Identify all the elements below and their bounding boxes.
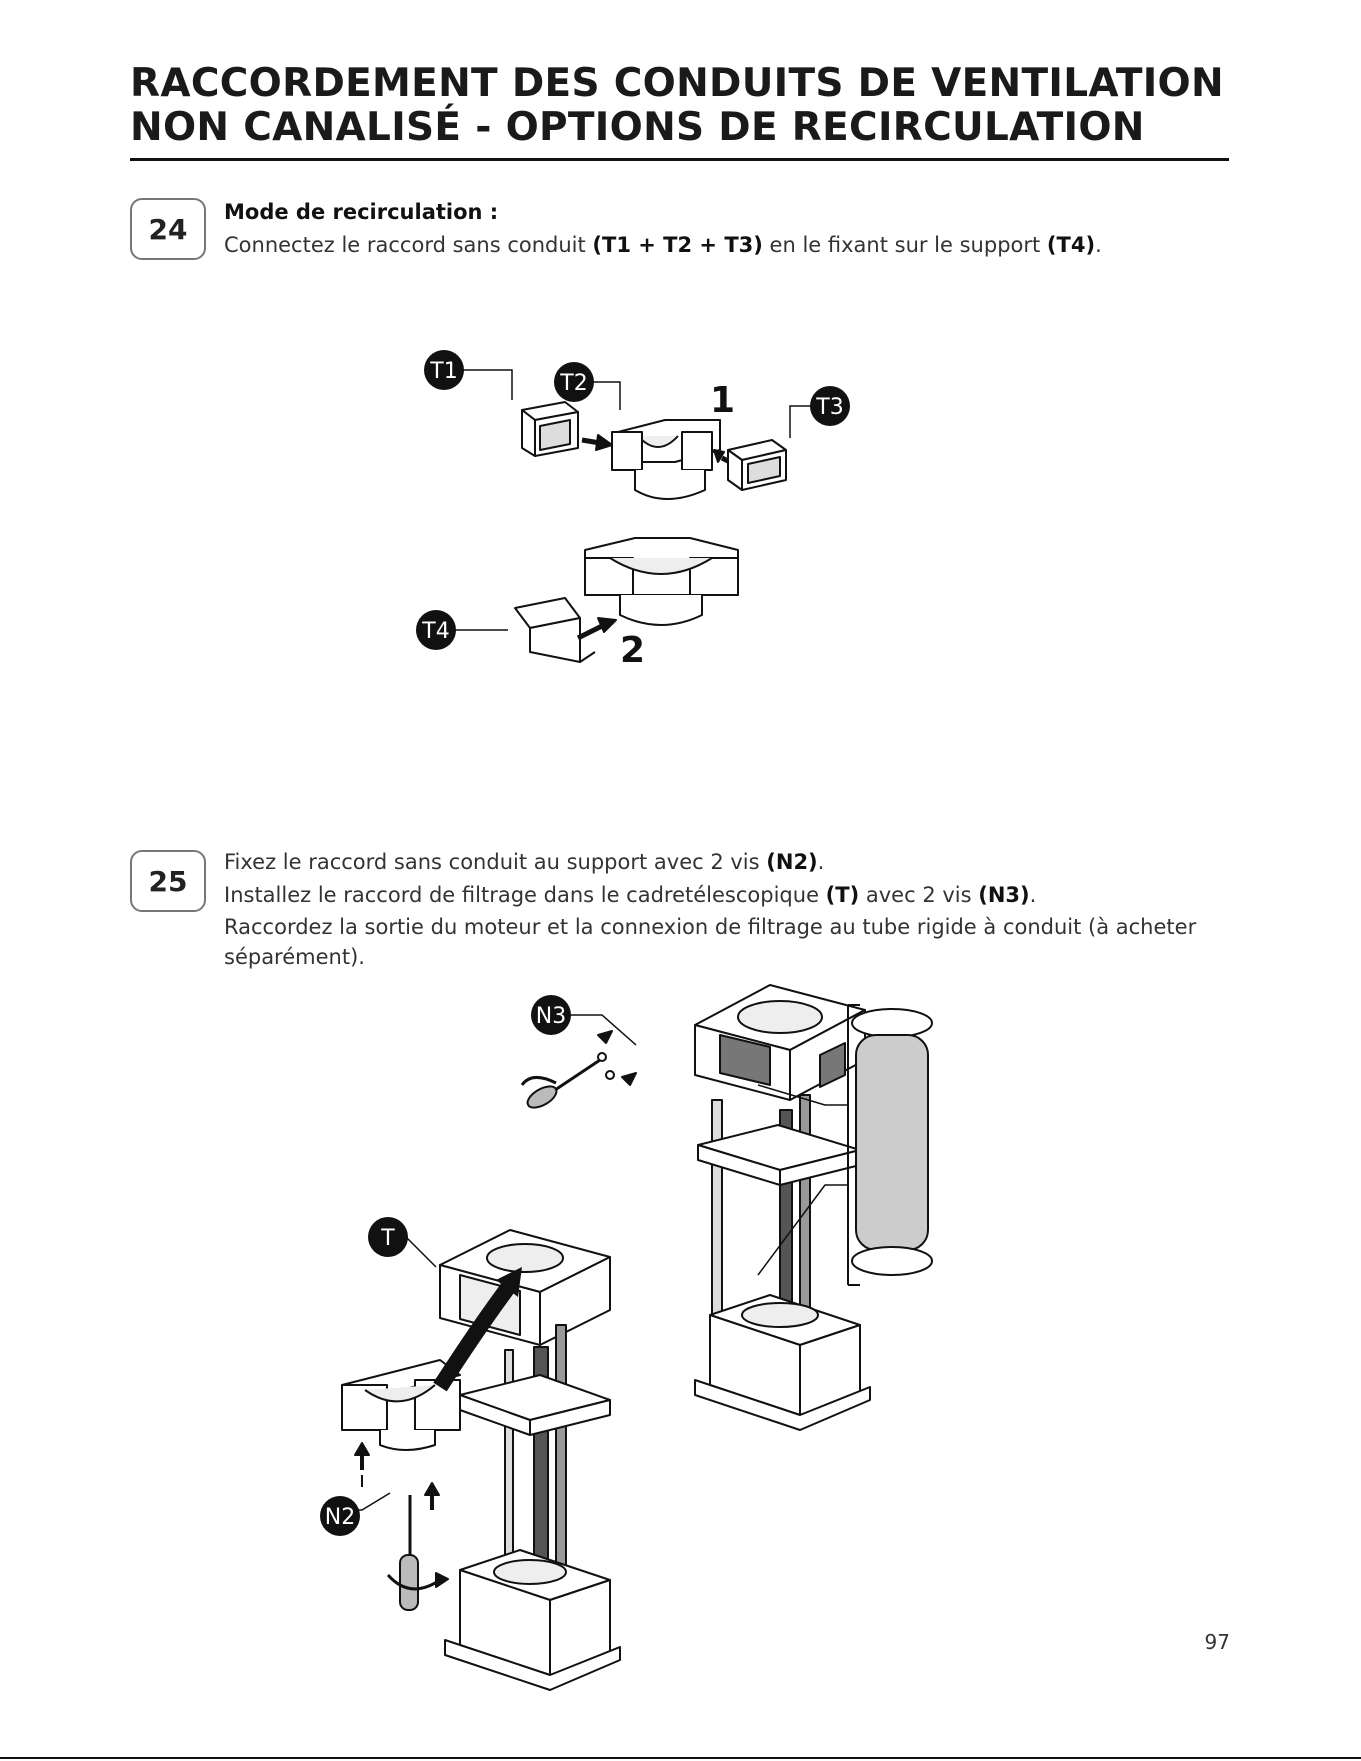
step-24-heading: Mode de recirculation : xyxy=(224,200,499,224)
callout-t2: T2 xyxy=(554,362,594,402)
arrow-icon xyxy=(576,617,617,641)
arrow-icon xyxy=(581,434,613,451)
step-25-line2: Installez le raccord de filtrage dans le… xyxy=(224,879,1234,912)
step-label-2: 2 xyxy=(620,630,645,671)
telescopic-frame-t-illustration xyxy=(439,1229,621,1691)
step-number-25: 25 xyxy=(130,850,206,912)
step-label-1: 1 xyxy=(710,380,735,421)
part-t1-illustration xyxy=(521,401,579,457)
callout-label: T4 xyxy=(421,619,449,644)
callout-label: N3 xyxy=(536,1004,566,1029)
text-span: . xyxy=(1029,883,1037,907)
text-span: Installez le raccord de filtrage dans le… xyxy=(224,883,826,907)
figure-duct-assembly: T1 T2 T3 T4 1 2 xyxy=(416,340,880,680)
assembled-frame-illustration xyxy=(694,984,871,1431)
callout-label: T1 xyxy=(429,359,457,384)
callout-n2: N2 xyxy=(320,1496,360,1536)
assembled-duct-illustration xyxy=(584,537,739,626)
step-25-line1: Fixez le raccord sans conduit au support… xyxy=(224,846,1234,879)
page-title-line1: RACCORDEMENT DES CONDUITS DE VENTILATION xyxy=(130,61,1224,106)
part-ref-t4: (T4) xyxy=(1046,233,1096,257)
page-number: 97 xyxy=(1204,1630,1230,1654)
part-t3-illustration xyxy=(727,439,787,491)
part-t2-illustration xyxy=(611,419,721,500)
callout-t1: T1 xyxy=(424,350,464,390)
text-span: Fixez le raccord sans conduit au support… xyxy=(224,850,767,874)
callout-t3: T3 xyxy=(810,386,850,426)
bottom-rule xyxy=(0,1757,1361,1759)
callout-n3: N3 xyxy=(531,995,571,1035)
callout-label: N2 xyxy=(325,1505,355,1530)
text-span: . xyxy=(1095,233,1102,257)
callout-label: T xyxy=(380,1226,395,1251)
step-25-line3: Raccordez la sortie du moteur et la conn… xyxy=(224,915,1197,969)
arrow-icon xyxy=(354,1442,440,1510)
part-ref-t1-t2-t3: (T1 + T2 + T3) xyxy=(592,233,763,257)
part-ref-n3: (N3) xyxy=(978,883,1030,907)
duct-assembly-illustration: T1 T2 T3 T4 1 2 xyxy=(416,350,850,671)
duct-piece-illustration xyxy=(341,1359,461,1451)
figure-telescopic-frame: N3 T N2 xyxy=(300,975,1080,1695)
step-24-instruction: Connectez le raccord sans conduit (T1 + … xyxy=(224,229,1234,262)
callout-label: T3 xyxy=(815,395,843,420)
curved-arrow-icon xyxy=(433,1267,522,1392)
text-span: . xyxy=(817,850,825,874)
page-title: RACCORDEMENT DES CONDUITS DE VENTILATION… xyxy=(130,62,1230,150)
title-underline xyxy=(130,158,1229,161)
part-t4-illustration xyxy=(514,597,596,663)
step-25-text: Fixez le raccord sans conduit au support… xyxy=(224,846,1234,972)
screwdriver-icon xyxy=(386,1495,449,1611)
step-24-text: Mode de recirculation : Connectez le rac… xyxy=(224,196,1234,262)
text-span: en le fixant sur le support xyxy=(762,233,1047,257)
part-ref-n2: (N2) xyxy=(766,850,818,874)
text-span: Connectez le raccord sans conduit xyxy=(224,233,593,257)
arrow-icon xyxy=(597,1030,637,1086)
screwdriver-icon xyxy=(520,1058,601,1109)
callout-t4: T4 xyxy=(416,610,456,650)
step-number-24: 24 xyxy=(130,198,206,260)
page-title-line2: NON CANALISÉ - OPTIONS DE RECIRCULATION xyxy=(130,105,1145,150)
text-span: avec 2 vis xyxy=(859,883,979,907)
callout-label: T2 xyxy=(559,371,587,396)
callout-t: T xyxy=(368,1217,408,1257)
filter-cylinder-illustration xyxy=(847,1004,933,1286)
part-ref-t: (T) xyxy=(825,883,860,907)
telescopic-frame-illustration: N3 T N2 xyxy=(320,984,933,1691)
